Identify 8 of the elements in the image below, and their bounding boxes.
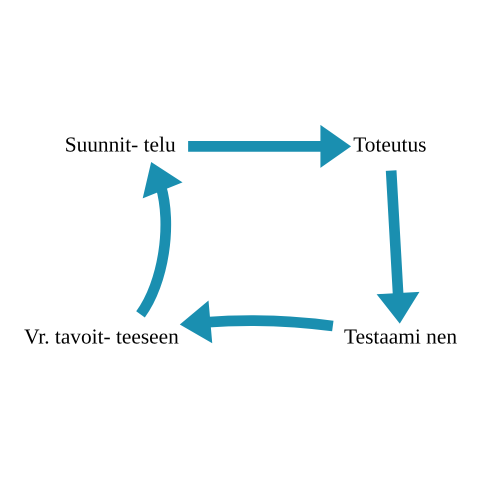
arrow <box>188 124 352 168</box>
node-text: Suunnit- telu <box>64 132 176 156</box>
arrow <box>136 161 183 317</box>
node-text: Vr. tavoit- teeseen <box>24 324 179 348</box>
node-text: Toteutus <box>353 132 426 156</box>
arrow <box>180 300 334 343</box>
node-text: Testaami nen <box>344 324 458 348</box>
arrow <box>376 170 420 324</box>
